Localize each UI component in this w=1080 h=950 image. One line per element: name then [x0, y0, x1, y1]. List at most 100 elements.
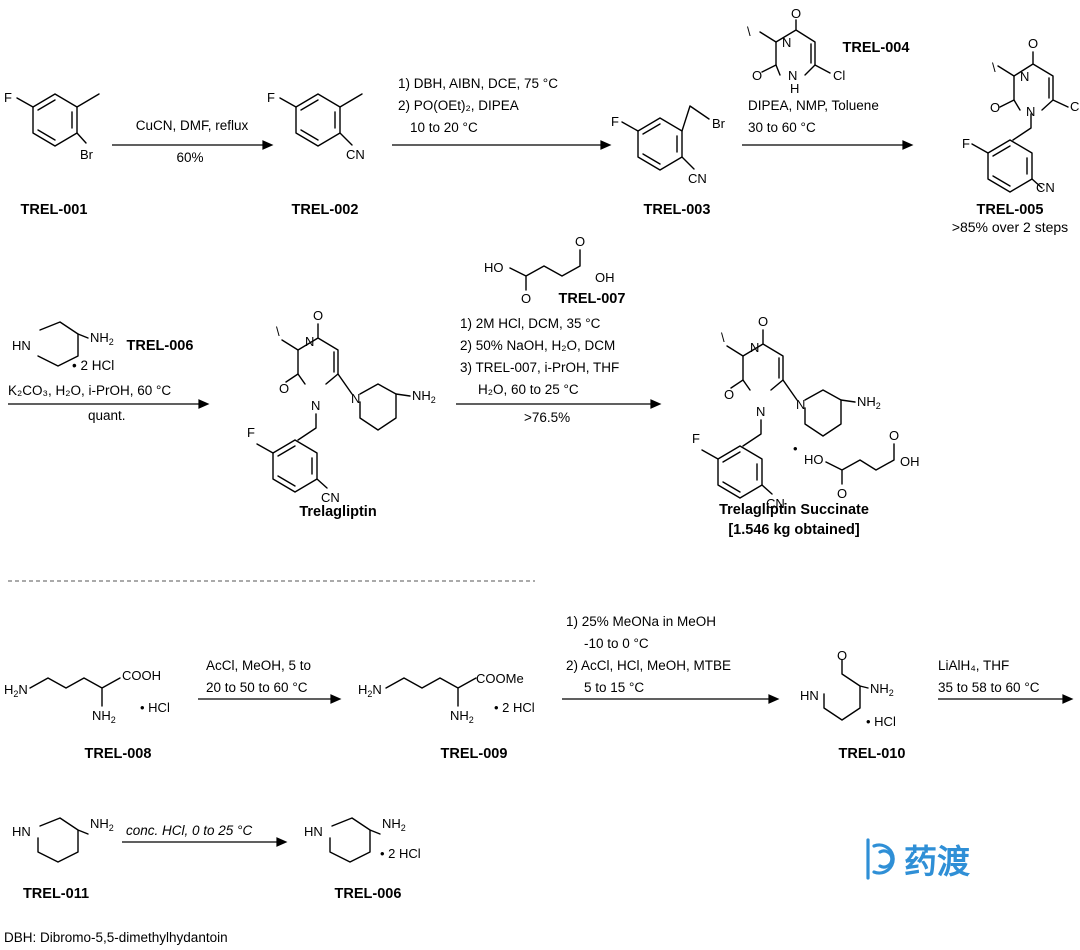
svg-text:Br: Br: [712, 116, 726, 131]
arrow-step-3: [742, 140, 914, 150]
arrow-step-1: [112, 140, 274, 150]
trel-003-structure: [621, 105, 710, 171]
label-trel-005: TREL-005: [977, 202, 1044, 218]
svg-text:• 2 HCl: • 2 HCl: [380, 846, 421, 861]
svg-text:NH2: NH2: [870, 681, 894, 698]
svg-text:N: N: [796, 397, 805, 412]
svg-text:F: F: [267, 90, 275, 105]
step3-line2: 30 to 60 °C: [748, 120, 816, 135]
svg-text:N: N: [750, 340, 759, 355]
svg-text:HN: HN: [12, 338, 31, 353]
label-trel-007: TREL-007: [559, 291, 626, 307]
label-trel-009: TREL-009: [441, 746, 508, 762]
svg-text:• HCl: • HCl: [140, 700, 170, 715]
svg-text:F: F: [692, 431, 700, 446]
arrow-step-7: [562, 694, 780, 704]
svg-text:HN: HN: [12, 824, 31, 839]
step6-line2: 20 to 50 to 60 °C: [206, 680, 308, 695]
arrow-step-4: [8, 399, 210, 409]
trel-011-structure: [37, 817, 89, 863]
trel-010-structure: [823, 659, 869, 721]
svg-text:O: O: [521, 291, 531, 306]
svg-text:F: F: [611, 114, 619, 129]
svg-text:O: O: [313, 308, 323, 323]
step7-line2: -10 to 0 °C: [584, 636, 649, 651]
svg-text:O: O: [837, 486, 847, 501]
label-trel-006-bottom: TREL-006: [335, 886, 402, 902]
svg-text:O: O: [758, 314, 768, 329]
trel-009-structure: [385, 677, 477, 707]
label-trelagliptin: Trelagliptin: [299, 504, 376, 520]
succinate-structure: [701, 329, 895, 499]
step8-line1: LiAlH₄, THF: [938, 658, 1009, 673]
trel-008-structure: [29, 677, 121, 707]
svg-text:CN: CN: [766, 496, 785, 511]
label-trel-006: TREL-006: [127, 338, 194, 354]
svg-text:O: O: [837, 648, 847, 663]
label-succinate-amount: [1.546 kg obtained]: [728, 522, 860, 538]
svg-text:CN: CN: [1036, 180, 1055, 195]
step6-line1: AcCl, MeOH, 5 to: [206, 658, 311, 673]
svg-text:\: \: [747, 24, 751, 39]
trelagliptin-structure: [256, 323, 411, 493]
step5-line2: 2) 50% NaOH, H₂O, DCM: [460, 338, 615, 353]
trel-006b-structure: [329, 817, 381, 863]
footnote-dbh: DBH: Dibromo-5,5-dimethylhydantoin: [4, 930, 228, 945]
trel-001-structure: [16, 93, 100, 147]
step5-line1: 1) 2M HCl, DCM, 35 °C: [460, 316, 601, 331]
arrow-step-2: [392, 140, 612, 150]
svg-text:O: O: [279, 381, 289, 396]
arrow-step-8: [938, 694, 1074, 704]
arrow-step-6: [198, 694, 342, 704]
svg-text:• HCl: • HCl: [866, 714, 896, 729]
label-trel-008: TREL-008: [85, 746, 152, 762]
svg-text:NH2: NH2: [857, 394, 881, 411]
svg-text:N: N: [351, 391, 360, 406]
svg-text:CN: CN: [346, 147, 365, 162]
step1-line1: CuCN, DMF, reflux: [136, 118, 249, 133]
step5-line3: 3) TREL-007, i-PrOH, THF: [460, 360, 619, 375]
svg-text:HO: HO: [804, 452, 824, 467]
svg-text:N: N: [305, 334, 314, 349]
svg-text:H: H: [790, 81, 799, 96]
step8-line2: 35 to 58 to 60 °C: [938, 680, 1040, 695]
trel-004-structure: [759, 19, 831, 76]
svg-text:NH2: NH2: [382, 816, 406, 833]
watermark-logo-icon: [866, 838, 895, 880]
trel-007-structure: [509, 249, 581, 291]
svg-text:O: O: [575, 234, 585, 249]
label-trel-001: TREL-001: [21, 202, 88, 218]
label-trel-010: TREL-010: [839, 746, 906, 762]
trel-005-yield: >85% over 2 steps: [952, 219, 1068, 235]
step4-salt: • 2 HCl: [72, 358, 114, 373]
trel-005-structure: [971, 51, 1069, 193]
step1-line2: 60%: [176, 150, 203, 165]
svg-text:NH2: NH2: [90, 816, 114, 833]
svg-text:COOMe: COOMe: [476, 671, 524, 686]
svg-text:HO: HO: [484, 260, 504, 275]
svg-text:NH2: NH2: [90, 330, 114, 347]
svg-text:COOH: COOH: [122, 668, 161, 683]
svg-text:OH: OH: [900, 454, 920, 469]
svg-text:• 2 HCl: • 2 HCl: [494, 700, 535, 715]
svg-text:O: O: [791, 6, 801, 21]
svg-text:O: O: [990, 100, 1000, 115]
trel-002-structure: [279, 93, 363, 147]
watermark: 药渡: [866, 838, 971, 880]
svg-text:\: \: [992, 60, 996, 75]
arrow-step-5: [456, 399, 662, 409]
svg-text:O: O: [889, 428, 899, 443]
trel-006-structure: [37, 321, 89, 367]
svg-text:N: N: [788, 68, 797, 83]
svg-text:O: O: [752, 68, 762, 83]
svg-text:\: \: [721, 330, 725, 345]
step7-line4: 5 to 15 °C: [584, 680, 644, 695]
svg-text:Cl: Cl: [1070, 99, 1080, 114]
svg-text:F: F: [4, 90, 12, 105]
svg-text:O: O: [724, 387, 734, 402]
svg-text:O: O: [1028, 36, 1038, 51]
step7-line1: 1) 25% MeONa in MeOH: [566, 614, 716, 629]
arrow-step-9: [122, 837, 288, 847]
svg-text:\: \: [276, 324, 280, 339]
svg-text:H2N: H2N: [4, 682, 28, 699]
